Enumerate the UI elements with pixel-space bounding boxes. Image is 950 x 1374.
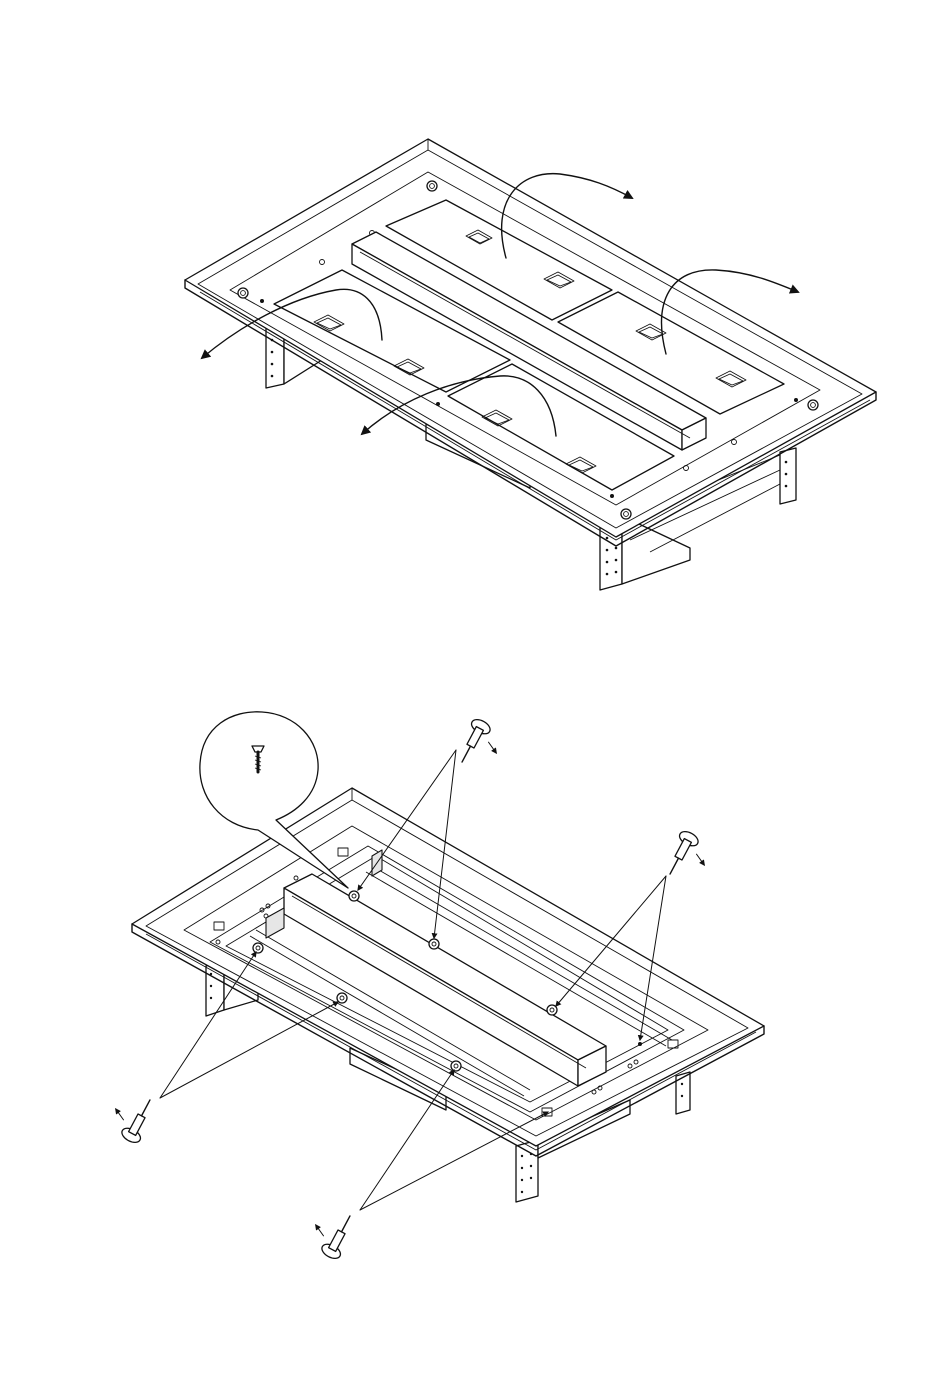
screwdriver-icon bbox=[305, 1204, 358, 1262]
screw-removal-diagram bbox=[0, 660, 950, 1360]
screwdriver-icon bbox=[661, 829, 714, 887]
filter-removal-diagram bbox=[0, 0, 950, 660]
screwdriver-icon bbox=[105, 1088, 158, 1146]
screwdriver-icon bbox=[453, 717, 506, 775]
